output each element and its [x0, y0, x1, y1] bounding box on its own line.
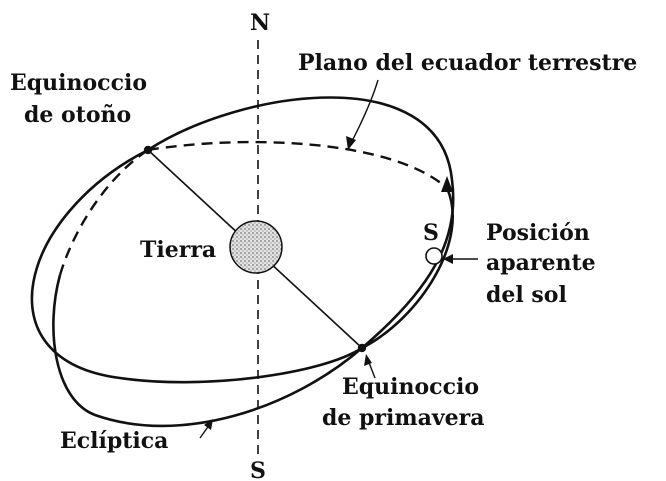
- sun-marker-label: S: [423, 220, 439, 246]
- equator-plane-label: Plano del ecuador terrestre: [298, 50, 637, 76]
- south-label: S: [250, 458, 266, 481]
- plane-leader-arrowhead: [346, 136, 356, 150]
- sun-position-label-line1: Posición: [486, 220, 590, 246]
- spring-leader-arrowhead: [364, 354, 372, 366]
- ecliptic-label: Eclíptica: [60, 428, 168, 454]
- spring-equinox-label-line1: Equinoccio: [342, 374, 479, 400]
- sun-position-label-line3: del sol: [486, 282, 567, 308]
- sun-position-label-line2: aparente: [486, 250, 596, 276]
- sun-position-marker: [425, 247, 443, 265]
- earth-label: Tierra: [140, 237, 216, 263]
- autumn-equinox-point: [143, 145, 153, 155]
- sun-leader-arrowhead: [443, 254, 453, 264]
- equator-plane-front: [30, 148, 454, 384]
- autumn-equinox-label-line1: Equinoccio: [10, 70, 147, 96]
- earth-globe: [229, 220, 283, 274]
- ecliptic-front: [52, 96, 455, 428]
- plane-leader-line: [349, 79, 379, 146]
- ecliptic-leader-arrowhead: [204, 419, 213, 430]
- autumn-equinox-label-line2: de otoño: [24, 102, 131, 128]
- north-label: N: [250, 10, 270, 36]
- equator-plane-back: [147, 140, 448, 189]
- spring-equinox-label-line2: de primavera: [322, 405, 485, 431]
- spring-equinox-point: [357, 343, 367, 353]
- ecliptic-direction-arrow: [441, 176, 453, 192]
- ecliptic-back: [58, 148, 149, 276]
